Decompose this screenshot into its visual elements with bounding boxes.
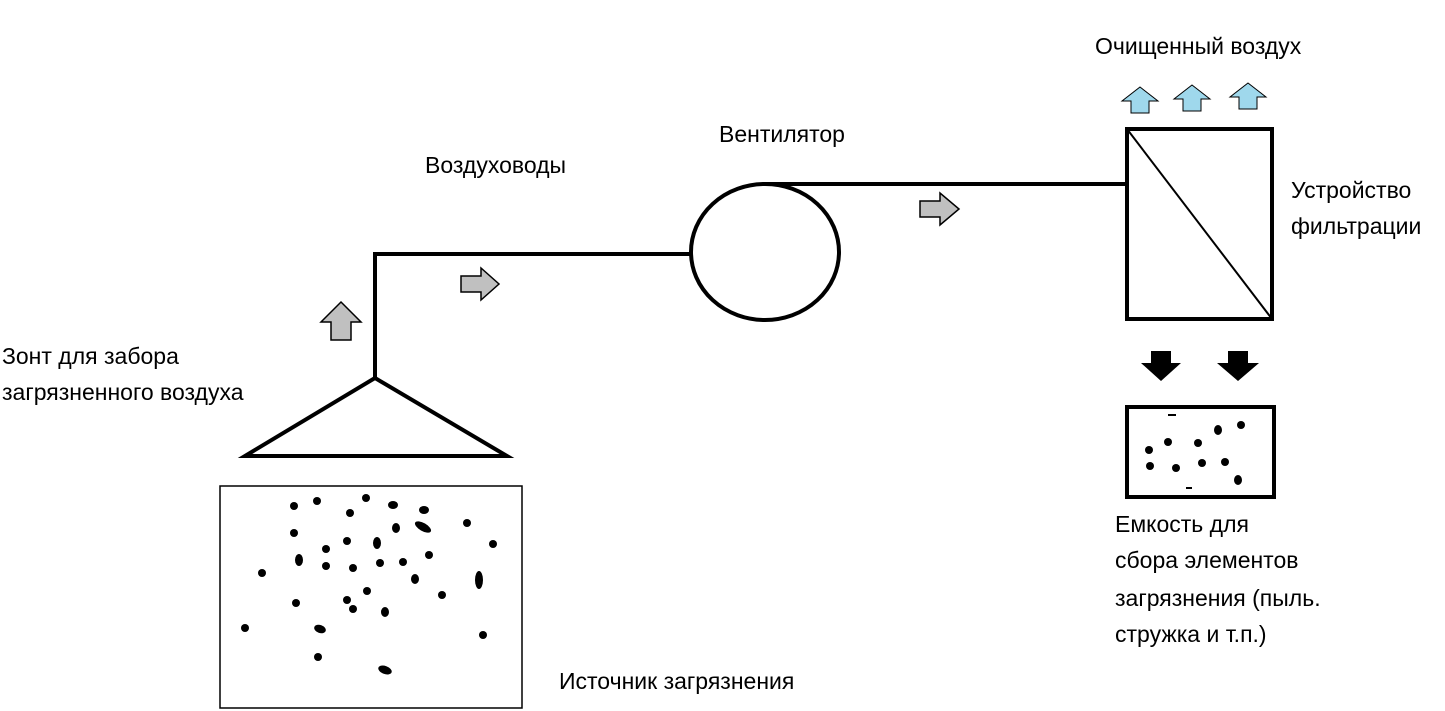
filter-device — [1125, 127, 1274, 321]
clean-air-arrow-icon — [1228, 82, 1268, 110]
particle — [1172, 464, 1180, 472]
particle — [399, 558, 407, 566]
pollution-source-label: Источник загрязнения — [559, 668, 795, 694]
particle — [1168, 414, 1176, 416]
source-particles — [241, 494, 497, 675]
particle — [314, 624, 326, 634]
particle — [1221, 458, 1229, 466]
container-label-line: загрязнения (пыль. — [1115, 585, 1321, 611]
container-label-line: стружка и т.п.) — [1115, 621, 1267, 647]
particle — [475, 571, 483, 589]
particle — [1194, 439, 1202, 447]
particle — [1164, 438, 1172, 446]
particle — [1146, 462, 1154, 470]
particle — [392, 523, 400, 533]
particle — [295, 554, 303, 566]
particle — [290, 502, 298, 510]
particle — [362, 494, 370, 502]
clean-air-label: Очищенный воздух — [1095, 33, 1302, 59]
particle — [290, 529, 298, 537]
fan-label: Вентилятор — [719, 121, 845, 147]
particle — [1198, 459, 1206, 467]
flow-arrow-right-icon — [460, 266, 501, 302]
particle — [313, 497, 321, 505]
hood-triangle — [237, 375, 515, 458]
particle — [349, 605, 357, 613]
particle — [388, 501, 398, 509]
collection-container-box — [1125, 405, 1276, 499]
particle — [322, 562, 330, 570]
particle — [1145, 446, 1153, 454]
pollution-source-box — [219, 485, 523, 709]
particle — [241, 624, 249, 632]
particle — [343, 596, 351, 604]
particle — [346, 509, 354, 517]
particle — [463, 519, 471, 527]
particle — [292, 599, 300, 607]
debris-arrow-down-icon — [1217, 351, 1259, 381]
particle — [1237, 421, 1245, 429]
filter-diagonal — [1126, 128, 1273, 320]
particle — [414, 521, 432, 533]
particle — [411, 574, 419, 584]
particle — [419, 506, 429, 514]
particle — [479, 631, 487, 639]
hood-label-line: Зонт для забора — [2, 343, 179, 369]
particle — [381, 607, 389, 617]
particle — [258, 569, 266, 577]
particle — [1186, 487, 1192, 489]
particle — [489, 540, 497, 548]
container-label-line: сбора элементов — [1115, 547, 1299, 573]
particle — [378, 665, 392, 675]
fan-circle — [689, 182, 841, 322]
particle — [425, 551, 433, 559]
container-particles — [1145, 414, 1245, 489]
flow-arrow-right-icon — [919, 191, 961, 227]
ducts — [373, 182, 1127, 378]
clean-air-arrow-icon — [1172, 84, 1212, 112]
clean-air-arrow-icon — [1120, 86, 1160, 114]
ducts-label: Воздуховоды — [425, 152, 567, 178]
duct-hood-to-fan — [373, 252, 692, 378]
particle — [1214, 425, 1222, 435]
container-label-line: Емкость для — [1115, 511, 1249, 537]
filter-label-line: фильтрации — [1291, 213, 1422, 239]
flow-arrow-up-icon — [319, 300, 363, 341]
particle — [363, 587, 371, 595]
particle — [1234, 475, 1242, 485]
particle — [322, 545, 330, 553]
particle — [373, 537, 381, 549]
particle — [349, 564, 357, 572]
hood-label-line: загрязненного воздуха — [2, 379, 244, 405]
particle — [314, 653, 322, 661]
filter-label-line: Устройство — [1291, 177, 1412, 203]
particle — [376, 559, 384, 567]
particle — [343, 537, 351, 545]
particle — [438, 591, 446, 599]
debris-arrow-down-icon — [1141, 351, 1181, 381]
